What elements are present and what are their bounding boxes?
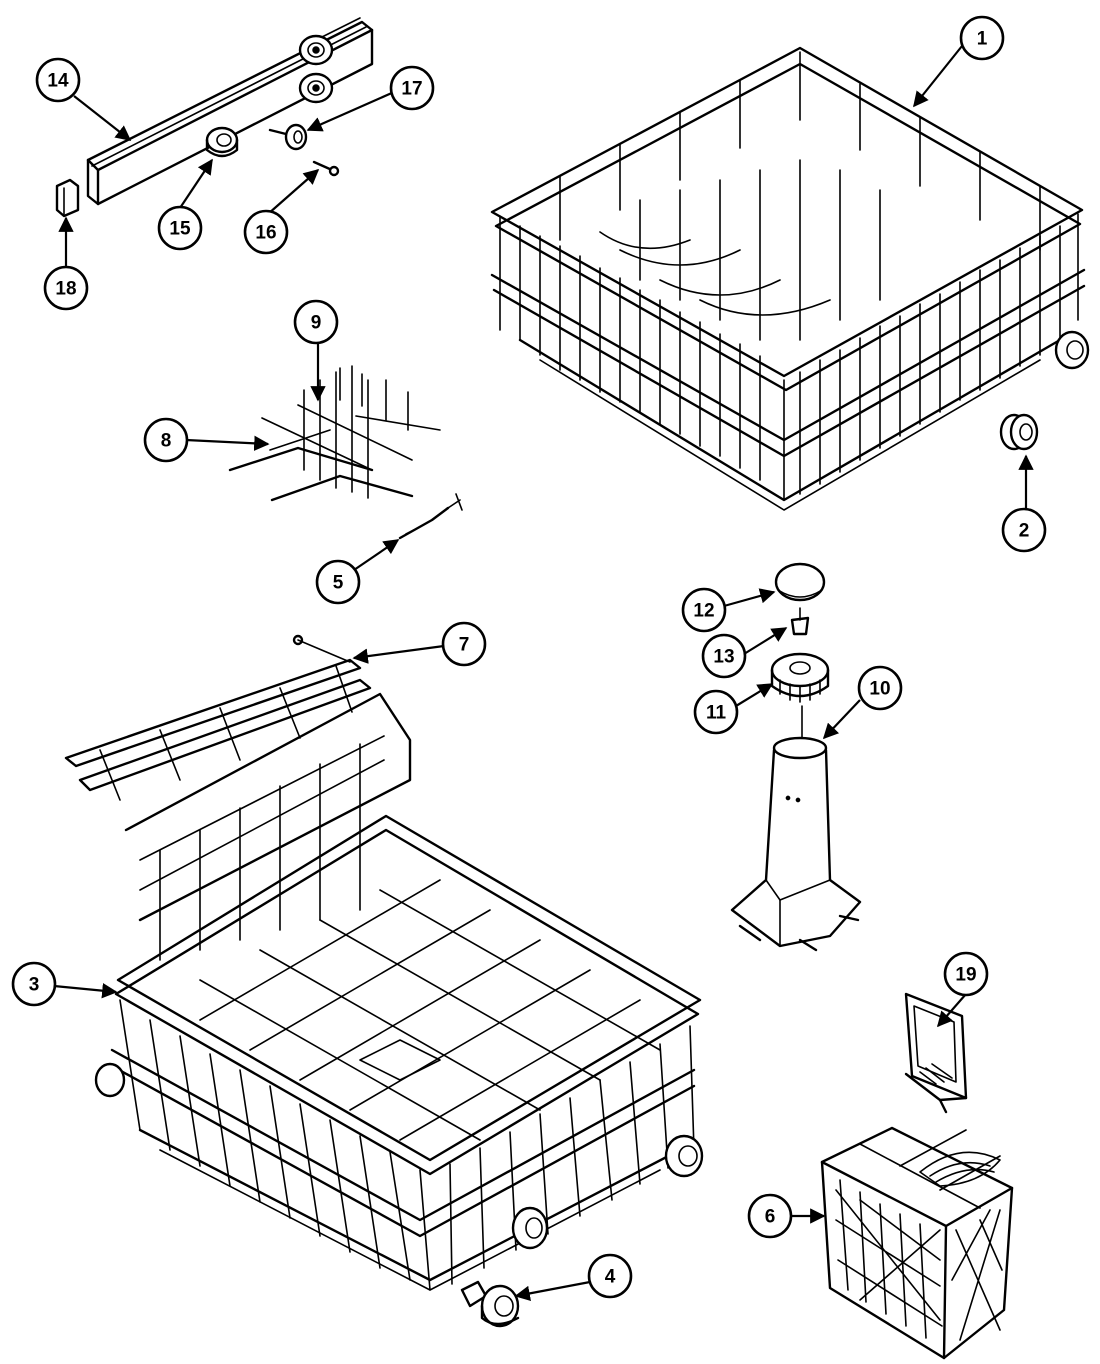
end-cap: [55, 178, 80, 218]
lower-dishrack: [94, 692, 704, 1291]
callout-14: 14: [35, 57, 81, 103]
callout-4-label: 4: [605, 1267, 616, 1288]
callout-3: 3: [11, 961, 57, 1007]
callout-6-label: 6: [765, 1207, 776, 1228]
callout-19: 19: [943, 951, 989, 997]
callout-10: 10: [857, 665, 903, 711]
callout-5: 5: [315, 559, 361, 605]
callout-15: 15: [157, 205, 203, 251]
callout-8: 8: [143, 417, 189, 463]
callout-8-label: 8: [161, 431, 172, 452]
roller-wheel: [205, 126, 239, 158]
cup-shelf: [64, 634, 372, 801]
rack-wheel: [999, 413, 1039, 451]
callout-17: 17: [389, 65, 435, 111]
callout-9: 9: [293, 299, 339, 345]
callout-2-label: 2: [1019, 521, 1030, 542]
callout-18: 18: [43, 265, 89, 311]
spray-tower-cap: [774, 562, 826, 602]
callout-11: 11: [693, 689, 739, 735]
callout-17-label: 17: [401, 79, 422, 100]
lower-rack-wheel: [460, 1280, 520, 1328]
screw: [312, 160, 340, 177]
callout-10-label: 10: [869, 679, 890, 700]
callout-4: 4: [587, 1253, 633, 1299]
callout-3-label: 3: [29, 975, 40, 996]
callout-12-label: 12: [693, 601, 714, 622]
callout-9-label: 9: [311, 313, 322, 334]
callout-6: 6: [747, 1193, 793, 1239]
silverware-basket: [820, 1126, 1014, 1360]
fold-down-tine-assembly: [228, 365, 441, 502]
leader-lines: [53, 45, 1034, 1301]
spray-tower-body: [730, 705, 862, 952]
callout-16-label: 16: [255, 223, 276, 244]
callout-15-label: 15: [169, 219, 191, 240]
callout-11-label: 11: [706, 703, 727, 724]
callout-18-label: 18: [55, 279, 76, 300]
retaining-clip: [398, 493, 463, 540]
callout-14-label: 14: [47, 71, 69, 92]
callout-7-label: 7: [459, 635, 470, 656]
rack-roller: [298, 34, 334, 104]
spray-tower-stem: [790, 607, 810, 636]
callout-2: 2: [1001, 507, 1047, 553]
upper-dishrack: [490, 46, 1090, 511]
callout-7: 7: [441, 621, 487, 667]
callout-19-label: 19: [955, 965, 976, 986]
callout-16: 16: [243, 209, 289, 255]
stud-roller: [268, 123, 308, 151]
callout-5-label: 5: [333, 573, 344, 594]
basket-divider: [904, 992, 968, 1114]
callout-13-label: 13: [713, 647, 734, 668]
callout-1-label: 1: [977, 29, 988, 50]
spray-tower-nut: [770, 652, 830, 703]
callout-1: 1: [959, 15, 1005, 61]
callout-13: 13: [701, 633, 747, 679]
callout-12: 12: [681, 587, 727, 633]
